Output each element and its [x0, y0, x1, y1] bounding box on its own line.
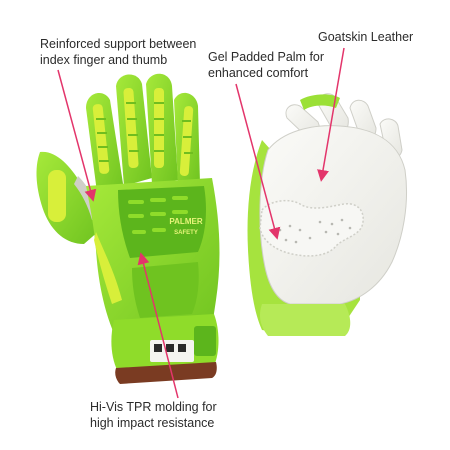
cuff-binding	[115, 362, 217, 384]
arrow-gel-pad	[235, 83, 281, 240]
arrow-leather	[317, 47, 345, 182]
palm-glove-cuff	[260, 304, 351, 336]
gel-pad	[259, 199, 364, 257]
finger-tpr-ridges	[96, 102, 193, 162]
callout-line: enhanced comfort	[208, 66, 309, 80]
lower-tpr-molding	[132, 262, 199, 318]
callout-line: high impact resistance	[90, 416, 215, 430]
cuff-rating-icon	[166, 344, 174, 352]
back-of-hand-glove: PALMER SAFETY	[36, 73, 220, 384]
callout-gel-padded-palm: Gel Padded Palm for enhanced comfort	[208, 49, 324, 81]
cuff-closure-tab	[194, 326, 216, 356]
knuckle-guard-ribs	[128, 196, 188, 234]
thumb-yellow-pad	[48, 170, 66, 222]
callout-line: Reinforced support between	[40, 37, 197, 51]
cuff-rating-icon	[154, 344, 162, 352]
brand-logo-top: PALMER	[169, 217, 202, 226]
palm-green-tips	[300, 94, 340, 110]
arrow-reinforced	[57, 69, 97, 202]
callout-reinforced-support: Reinforced support between index finger …	[40, 36, 196, 68]
callout-line: Goatskin Leather	[318, 30, 414, 44]
cuff-rating-icon	[178, 344, 186, 352]
palm-side-glove	[247, 93, 408, 336]
finger-tpr-strips	[92, 88, 194, 176]
callout-hi-vis-tpr: Hi-Vis TPR molding for high impact resis…	[90, 399, 217, 431]
callout-line: Gel Padded Palm for	[208, 50, 325, 64]
callout-line: Hi-Vis TPR molding for	[90, 400, 217, 414]
arrow-tpr	[137, 252, 179, 399]
callout-line: index finger and thumb	[40, 53, 168, 67]
callout-arrows	[57, 47, 345, 399]
brand-logo-bottom: SAFETY	[174, 230, 198, 236]
side-yellow-panel	[94, 232, 122, 304]
callout-goatskin-leather: Goatskin Leather	[318, 29, 413, 45]
